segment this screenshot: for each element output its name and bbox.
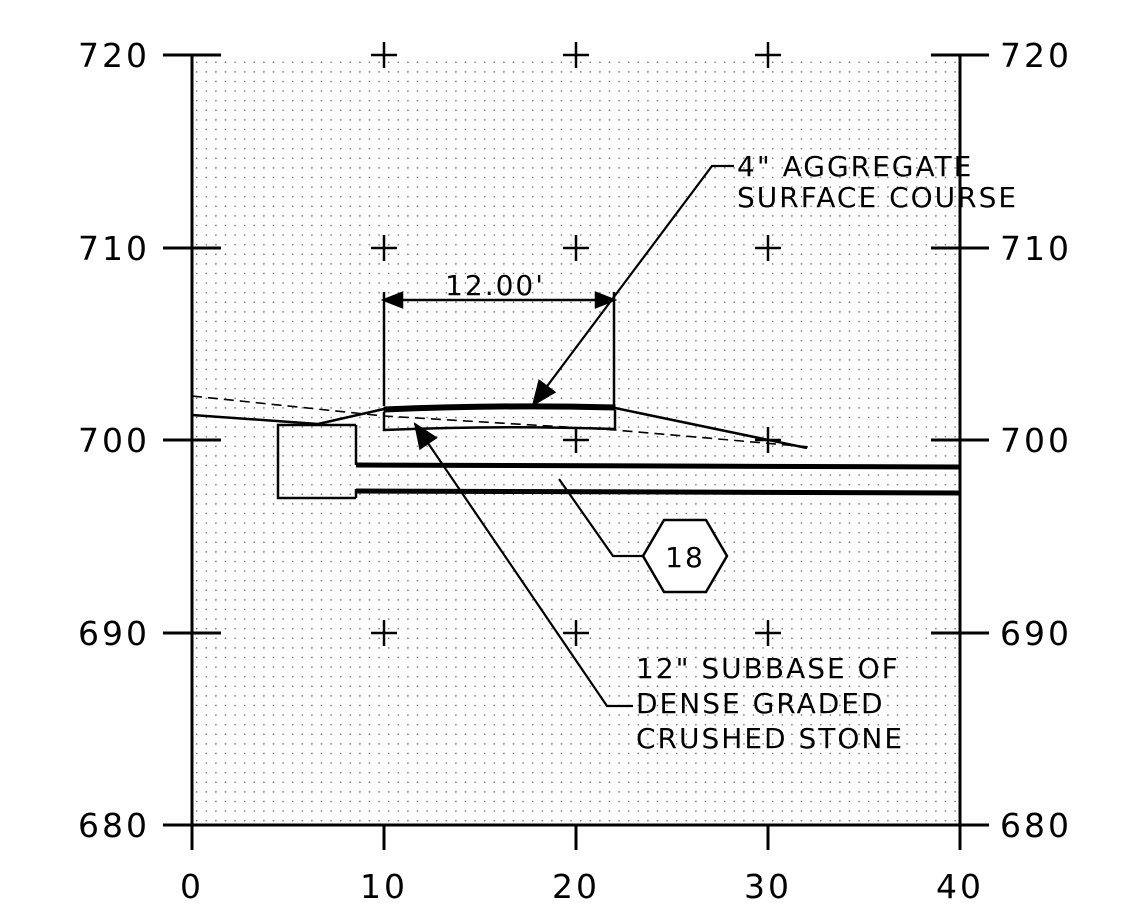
subbase-layer	[382, 410, 617, 432]
hex-tag-label: 18	[665, 541, 705, 574]
y-tick-right-710: 710	[1000, 229, 1072, 268]
aggregate-callout-line2: SURFACE COURSE	[737, 181, 1018, 214]
subbase-callout-line3: CRUSHED STONE	[636, 722, 904, 755]
y-tick-right-720: 720	[1000, 36, 1072, 75]
culvert-pipe	[355, 462, 961, 496]
aggregate-leader-line	[531, 164, 734, 407]
right-slope-line	[614, 406, 808, 450]
y-tick-left-690: 690	[78, 614, 150, 653]
y-tick-left-710: 710	[78, 229, 150, 268]
y-tick-left-700: 700	[78, 421, 150, 460]
y-tick-right-690: 690	[1000, 614, 1072, 653]
x-tick-10: 10	[360, 867, 408, 906]
dimension-12ft	[380, 291, 618, 406]
grid-crosses	[371, 42, 781, 646]
x-tick-0: 0	[180, 867, 204, 906]
y-tick-right-680: 680	[1000, 806, 1072, 845]
x-tick-30: 30	[744, 867, 792, 906]
existing-ground-line	[191, 395, 811, 448]
grid-frame	[163, 53, 989, 850]
subbase-leader-line	[413, 422, 633, 708]
y-tick-right-700: 700	[1000, 421, 1072, 460]
aggregate-callout-line1: 4" AGGREGATE	[737, 150, 973, 183]
hex-tag-leader-line	[558, 478, 643, 558]
dimension-label: 12.00'	[445, 269, 545, 302]
x-tick-40: 40	[936, 867, 984, 906]
hex-tag-outline	[641, 518, 729, 594]
subbase-callout-line2: DENSE GRADED	[636, 687, 885, 720]
subbase-callout-line1: 12" SUBBASE OF	[636, 652, 900, 685]
y-tick-left-680: 680	[78, 806, 150, 845]
y-tick-left-720: 720	[78, 36, 150, 75]
x-tick-20: 20	[552, 867, 600, 906]
